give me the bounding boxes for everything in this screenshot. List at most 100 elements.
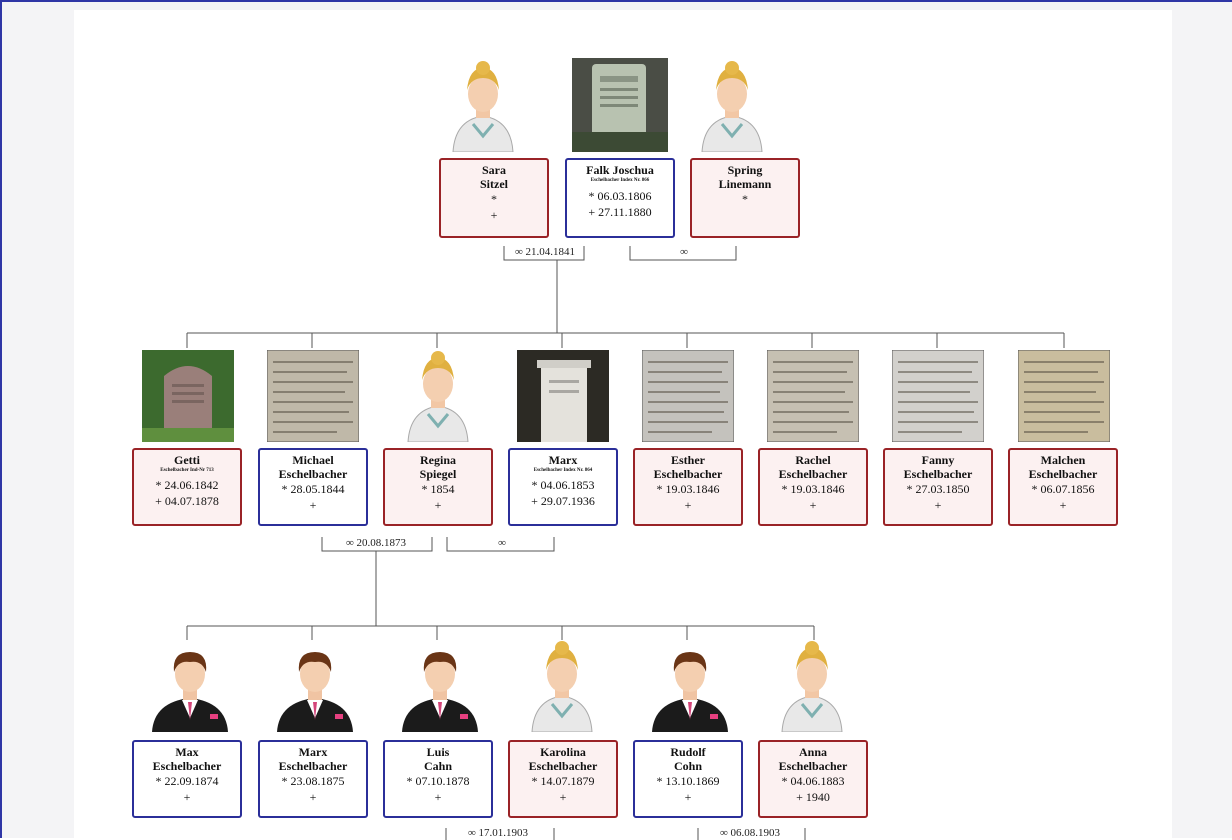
death-date: + 29.07.1936 bbox=[531, 494, 595, 508]
person-name-line2: Eschelbacher bbox=[903, 467, 973, 481]
person-name-line1: Falk Joschua bbox=[586, 163, 654, 177]
person-card-sara[interactable]: Sara Sitzel * + bbox=[439, 158, 549, 238]
person-name-line2: Spiegel bbox=[419, 467, 457, 481]
person-name-line2: Eschelbacher bbox=[1028, 467, 1098, 481]
death-date: + 1940 bbox=[796, 790, 830, 804]
birth-date: * 13.10.1869 bbox=[656, 774, 720, 788]
birth-date: * 27.03.1850 bbox=[906, 482, 970, 496]
birth-date: * 14.07.1879 bbox=[531, 774, 595, 788]
person-name-line1: Marx bbox=[548, 453, 578, 467]
man-icon bbox=[273, 640, 365, 732]
death-date: + 27.11.1880 bbox=[588, 205, 652, 219]
person-name-line1: Karolina bbox=[540, 745, 586, 759]
person-name-line1: Fanny bbox=[921, 453, 955, 467]
person-name-line1: Sara bbox=[482, 163, 506, 177]
person-name-line1: Esther bbox=[671, 453, 705, 467]
person-card-luis[interactable]: Luis Cahn * 07.10.1878 + bbox=[383, 740, 493, 818]
person-name-line2: Linemann bbox=[718, 177, 772, 191]
birth-date: * 04.06.1853 bbox=[531, 478, 595, 492]
person-card-getti[interactable]: Getti Eschelbacher Ind-Nr 713 * 24.06.18… bbox=[132, 448, 242, 526]
death-date: + bbox=[934, 498, 942, 512]
person-card-spring[interactable]: Spring Linemann * bbox=[690, 158, 800, 238]
person-card-esther[interactable]: Esther Eschelbacher * 19.03.1846 + bbox=[633, 448, 743, 526]
person-card-rachel[interactable]: Rachel Eschelbacher * 19.03.1846 + bbox=[758, 448, 868, 526]
marriage-label: ∞ 06.08.1903 bbox=[710, 827, 790, 839]
document-scan bbox=[266, 349, 360, 443]
birth-date: * 28.05.1844 bbox=[281, 482, 345, 496]
birth-date: * 07.10.1878 bbox=[406, 774, 470, 788]
person-name-line1: Rachel bbox=[795, 453, 831, 467]
person-index-note: Eschelbacher Ind-Nr 713 bbox=[160, 468, 214, 473]
woman-icon bbox=[694, 60, 786, 153]
marriage-label: ∞ 21.04.1841 bbox=[510, 246, 580, 258]
birth-date: * 24.06.1842 bbox=[155, 478, 219, 492]
person-index-note: Eschelbacher Index Nr. 864 bbox=[533, 468, 593, 473]
person-name-line2: Eschelbacher bbox=[278, 467, 348, 481]
woman-icon bbox=[400, 350, 492, 443]
birth-date: * 06.03.1806 bbox=[588, 189, 652, 203]
person-card-marx2[interactable]: Marx Eschelbacher * 23.08.1875 + bbox=[258, 740, 368, 818]
person-card-rudolf[interactable]: Rudolf Cohn * 13.10.1869 + bbox=[633, 740, 743, 818]
person-card-regina[interactable]: Regina Spiegel * 1854 + bbox=[383, 448, 493, 526]
man-icon bbox=[148, 640, 240, 732]
gravestone-photo bbox=[517, 350, 609, 442]
birth-date: * 23.08.1875 bbox=[281, 774, 345, 788]
person-name-line2: Eschelbacher bbox=[653, 467, 723, 481]
person-name-line1: Spring bbox=[727, 163, 763, 177]
person-card-fanny[interactable]: Fanny Eschelbacher * 27.03.1850 + bbox=[883, 448, 993, 526]
document-scan bbox=[766, 349, 860, 443]
death-date: + bbox=[183, 790, 191, 804]
person-name-line1: Regina bbox=[420, 453, 456, 467]
person-name-line2: Eschelbacher bbox=[152, 759, 222, 773]
person-name-line2: Eschelbacher bbox=[778, 759, 848, 773]
death-date: + bbox=[559, 790, 567, 804]
document-scan bbox=[1017, 349, 1111, 443]
birth-date: * 22.09.1874 bbox=[155, 774, 219, 788]
birth-date: * 19.03.1846 bbox=[781, 482, 845, 496]
person-card-falk[interactable]: Falk Joschua Eschelbacher Index Nr. 866 … bbox=[565, 158, 675, 238]
person-name-line1: Luis bbox=[426, 745, 450, 759]
death-date: + 04.07.1878 bbox=[155, 494, 219, 508]
marriage-label: ∞ 20.08.1873 bbox=[336, 537, 416, 549]
death-date: + bbox=[809, 498, 817, 512]
document-scan bbox=[891, 349, 985, 443]
person-name-line1: Michael bbox=[292, 453, 334, 467]
marriage-label: ∞ bbox=[664, 246, 704, 258]
marriage-label: ∞ bbox=[482, 537, 522, 549]
person-name-line1: Rudolf bbox=[670, 745, 706, 759]
person-name-line2: Eschelbacher bbox=[528, 759, 598, 773]
death-date: + bbox=[684, 498, 692, 512]
person-name-line2: Cahn bbox=[423, 759, 452, 773]
gravestone-photo bbox=[142, 350, 234, 442]
man-icon bbox=[398, 640, 490, 732]
death-date: + bbox=[490, 208, 498, 222]
person-name-line1: Anna bbox=[798, 745, 827, 759]
birth-date: * 04.06.1883 bbox=[781, 774, 845, 788]
person-name-line2: Cohn bbox=[673, 759, 702, 773]
birth-date: * 1854 bbox=[421, 482, 455, 496]
birth-date: * 19.03.1846 bbox=[656, 482, 720, 496]
death-date: + bbox=[309, 790, 317, 804]
person-card-anna[interactable]: Anna Eschelbacher * 04.06.1883 + 1940 bbox=[758, 740, 868, 818]
person-card-malchen[interactable]: Malchen Eschelbacher * 06.07.1856 + bbox=[1008, 448, 1118, 526]
person-name-line1: Marx bbox=[298, 745, 328, 759]
person-card-michael[interactable]: Michael Eschelbacher * 28.05.1844 + bbox=[258, 448, 368, 526]
birth-date: * bbox=[742, 192, 748, 206]
family-tree-canvas: Sara Sitzel * + Falk Joschua Eschelbache… bbox=[74, 10, 1172, 840]
person-card-marx[interactable]: Marx Eschelbacher Index Nr. 864 * 04.06.… bbox=[508, 448, 618, 526]
death-date: + bbox=[1059, 498, 1067, 512]
birth-date: * bbox=[491, 192, 497, 206]
person-name-line2: Eschelbacher bbox=[278, 759, 348, 773]
death-date: + bbox=[434, 790, 442, 804]
person-name-line1: Max bbox=[175, 745, 199, 759]
person-name-line2: Eschelbacher bbox=[778, 467, 848, 481]
person-card-max[interactable]: Max Eschelbacher * 22.09.1874 + bbox=[132, 740, 242, 818]
marriage-label: ∞ 17.01.1903 bbox=[458, 827, 538, 839]
birth-date: * 06.07.1856 bbox=[1031, 482, 1095, 496]
man-icon bbox=[648, 640, 740, 732]
woman-icon bbox=[445, 60, 537, 153]
woman-icon bbox=[774, 640, 866, 733]
person-card-karolina[interactable]: Karolina Eschelbacher * 14.07.1879 + bbox=[508, 740, 618, 818]
person-name-line1: Getti bbox=[174, 453, 200, 467]
death-date: + bbox=[309, 498, 317, 512]
